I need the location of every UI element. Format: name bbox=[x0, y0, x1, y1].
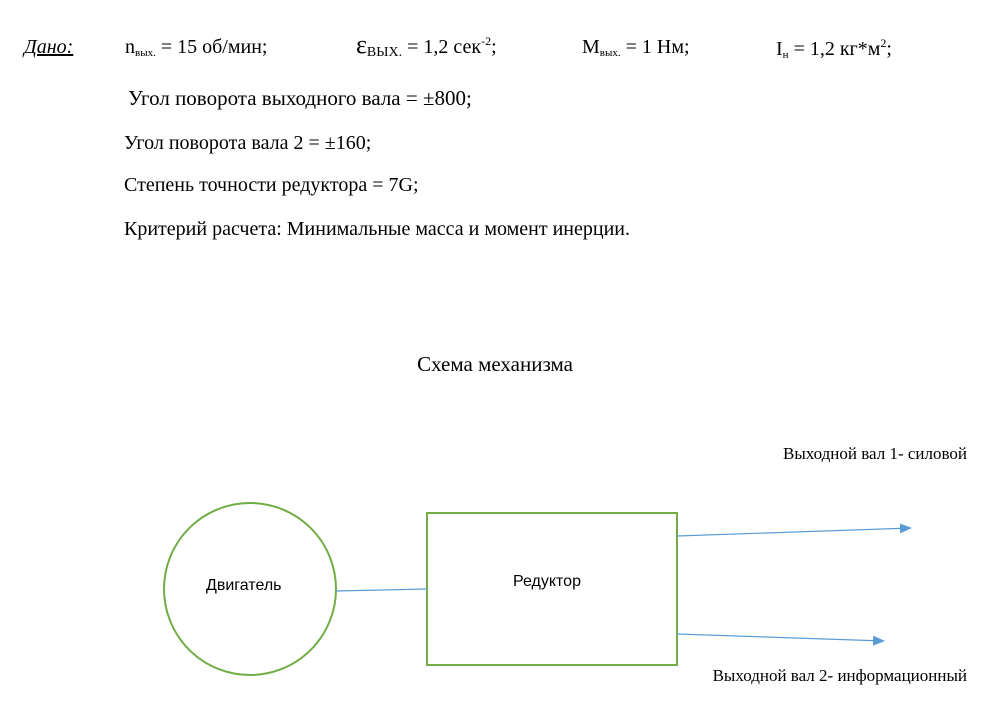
motor-label: Двигатель bbox=[206, 577, 282, 594]
param-m-out: Мвых. = 1 Нм; bbox=[582, 36, 690, 59]
criterion-line: Критерий расчета: Минимальные масса и мо… bbox=[124, 218, 630, 240]
output-shaft-2-arrow bbox=[676, 633, 885, 646]
output-shaft-1-label: Выходной вал 1- силовой bbox=[783, 444, 967, 463]
output-shaft-angle-line: Угол поворота выходного вала = ±800; bbox=[128, 86, 472, 110]
param-eps-out: εВЫХ. = 1,2 сек-2; bbox=[356, 30, 497, 60]
diagram-title: Схема механизма bbox=[417, 352, 573, 376]
motor-reducer-link bbox=[335, 588, 428, 592]
shaft2-angle-line: Угол поворота вала 2 = ±160; bbox=[124, 132, 372, 154]
output-shaft-1-arrow bbox=[676, 523, 912, 537]
motor-circle bbox=[163, 502, 337, 676]
precision-line: Степень точности редуктора = 7G; bbox=[124, 174, 419, 196]
param-i-load: Iн = 1,2 кг*м2; bbox=[776, 36, 892, 61]
param-n-out: nвых. = 15 об/мин; bbox=[125, 36, 268, 59]
output-shaft-2-label: Выходной вал 2- информационный bbox=[712, 666, 967, 685]
given-label: Дано: bbox=[24, 36, 74, 58]
reducer-label: Редуктор bbox=[513, 573, 581, 590]
